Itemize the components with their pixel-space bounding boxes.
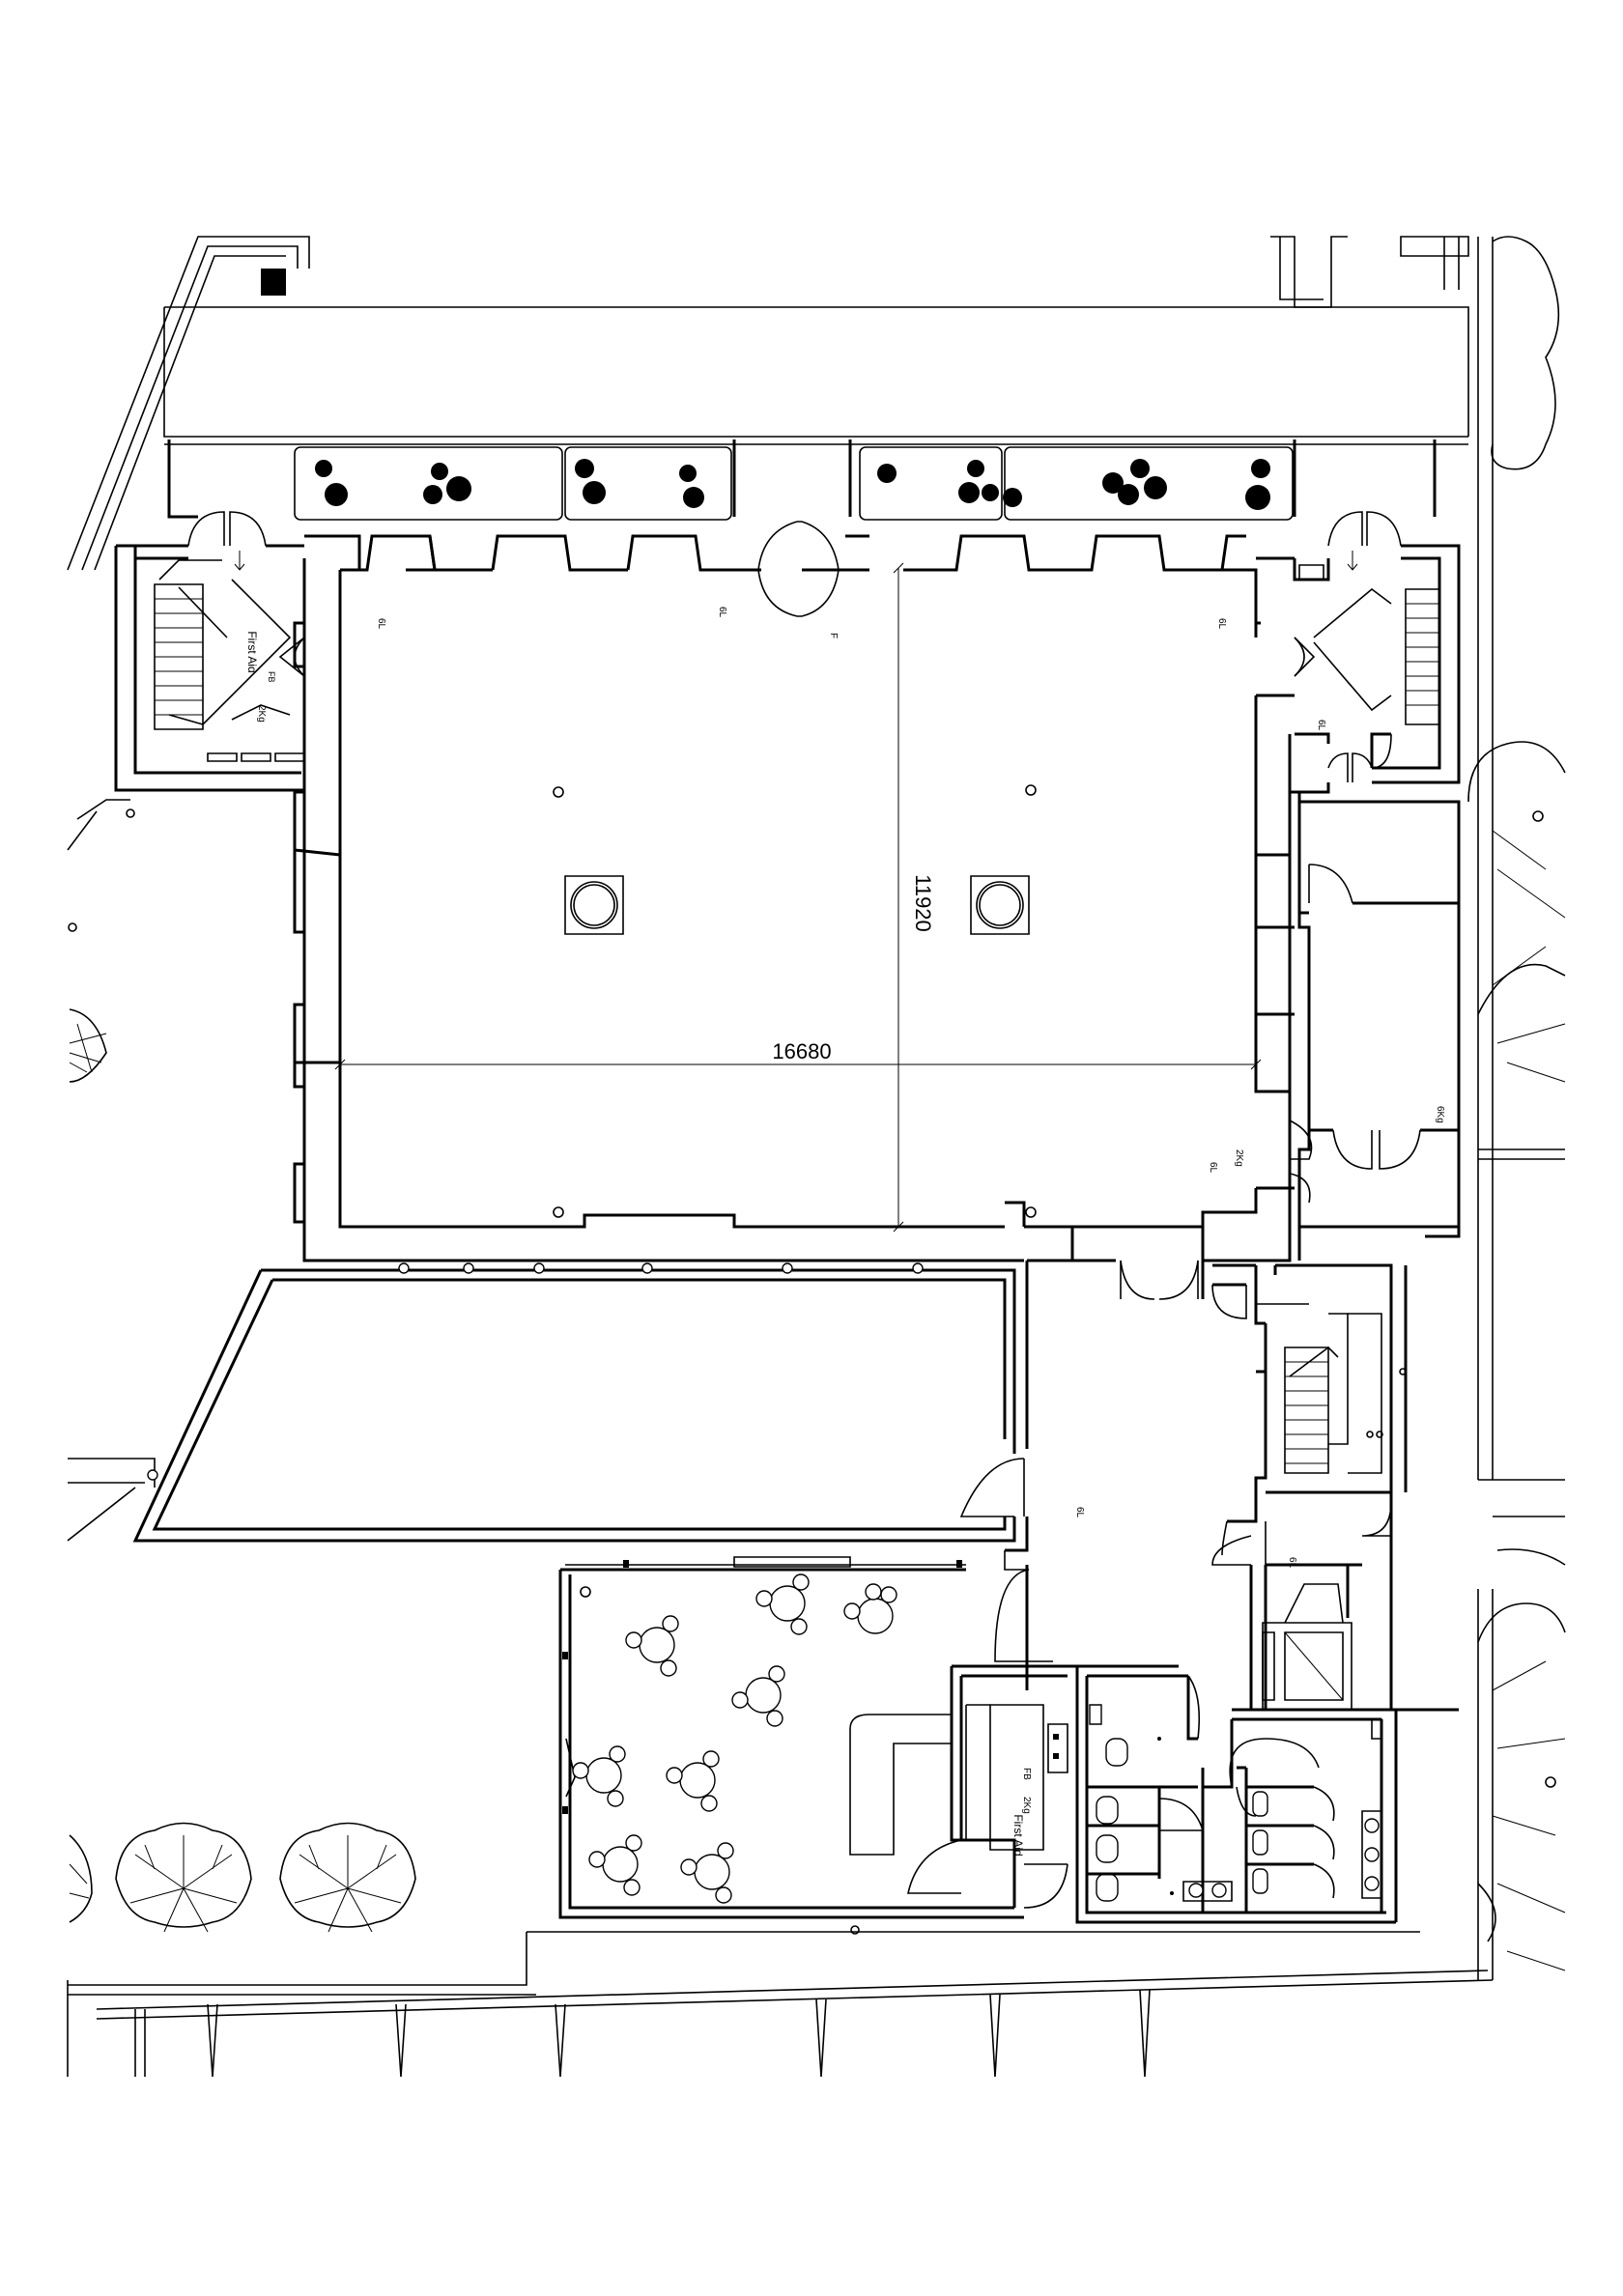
co2-extinguisher-label: 2Kg <box>1021 1797 1032 1814</box>
extinguisher-label: 6L <box>1074 1507 1085 1518</box>
dimension-lines <box>335 563 1261 1232</box>
column <box>565 876 623 934</box>
fb-label: FB <box>267 671 276 683</box>
fb-label: FB <box>1021 1768 1032 1780</box>
column <box>971 876 1029 934</box>
height-dimension-label: 11920 <box>911 874 935 932</box>
corridor: 6L 6L <box>1005 1261 1459 1710</box>
co2-extinguisher-label: 2Kg <box>256 705 267 723</box>
cafe-table-icons <box>573 1574 897 1903</box>
tree-icons <box>70 237 1565 1970</box>
stair-treads <box>1406 604 1439 705</box>
stair-nw: First Aid FB 2Kg <box>116 512 304 790</box>
extinguisher-label: 6L <box>1287 1557 1297 1569</box>
extinguisher-label: 6L <box>1316 720 1326 731</box>
cafe <box>560 1550 1053 1934</box>
stair-ne: 6L <box>1256 512 1459 792</box>
stair-treads <box>155 599 203 715</box>
6kg-extinguisher-label: 6Kg <box>1435 1106 1445 1123</box>
co2-extinguisher-label: 2Kg <box>1234 1149 1244 1167</box>
first-aid-label: First Aid <box>245 631 259 672</box>
extinguisher-label: 6L <box>717 607 727 618</box>
shrub-icons <box>315 459 1270 510</box>
bin-icon <box>261 269 286 296</box>
stair-treads <box>1285 1362 1328 1463</box>
kitchen: FB 2Kg First Aid <box>850 1666 1077 1908</box>
planters <box>169 439 1435 520</box>
extinguisher-label: 6L <box>376 618 386 630</box>
fire-sign-label: F <box>828 633 839 638</box>
main-hall: 16680 11920 F 6L 6L 6L 6L 2Kg <box>295 522 1295 1299</box>
width-dimension-label: 16680 <box>772 1039 831 1063</box>
extinguisher-label: 6L <box>1216 618 1227 630</box>
site-boundary <box>68 237 1565 2077</box>
terrace <box>135 1261 1027 1541</box>
toilets <box>1077 1666 1396 1922</box>
extinguisher-label: 6L <box>1208 1162 1218 1174</box>
east-wing: 6Kg <box>1290 792 1459 1261</box>
first-aid-kitchen-label: First Aid <box>1011 1814 1025 1856</box>
